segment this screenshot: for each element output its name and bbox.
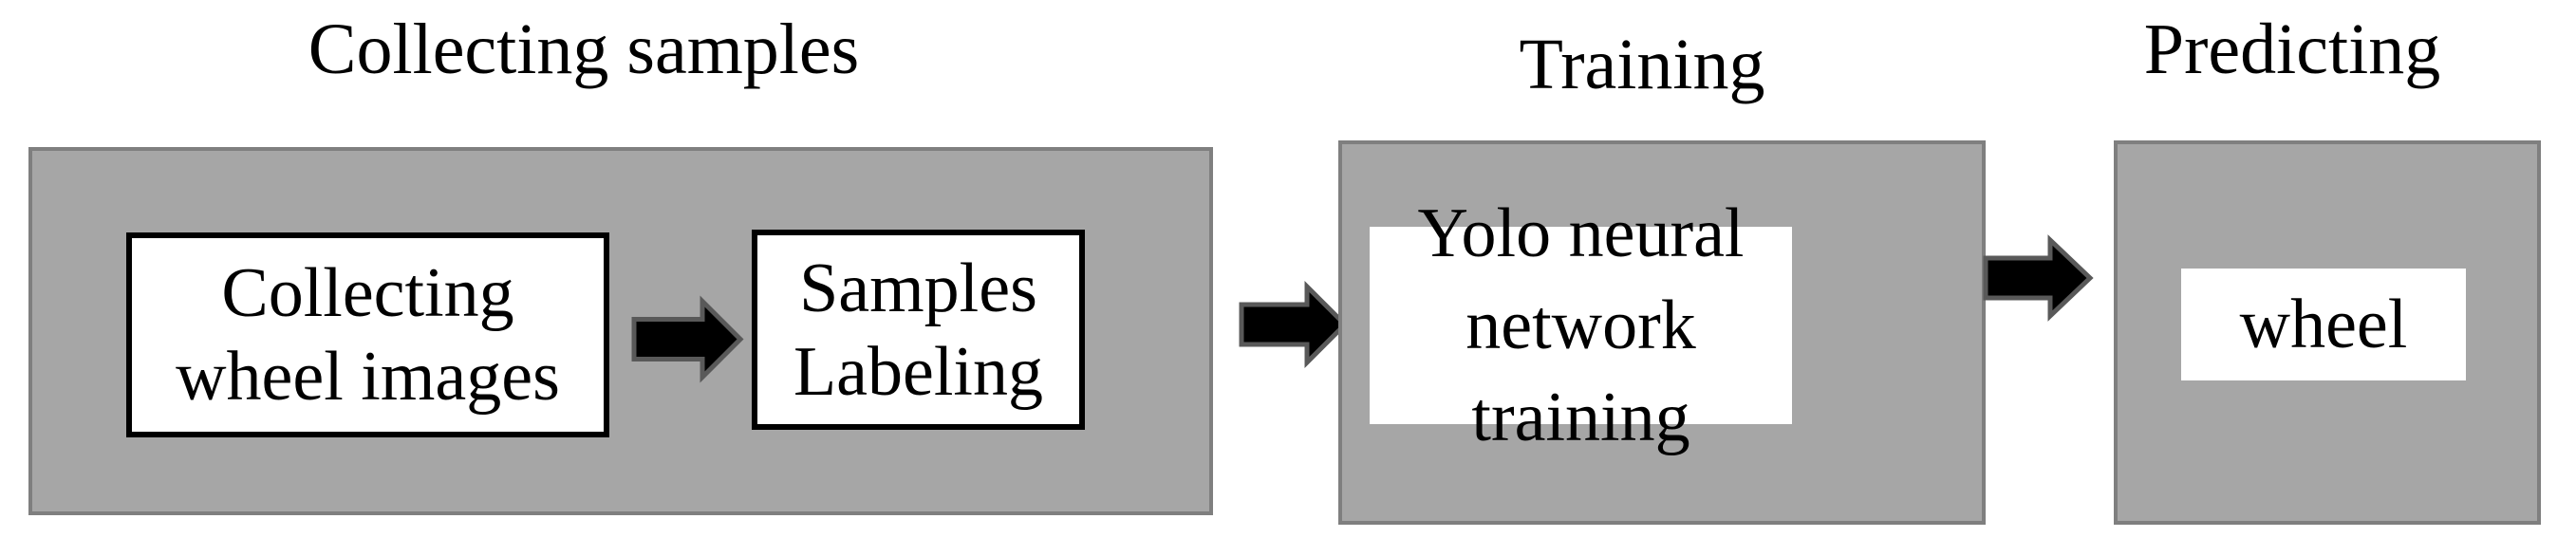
predicting-panel: wheel bbox=[2114, 140, 2541, 525]
predicting-title: Predicting bbox=[2143, 9, 2441, 89]
training-title: Training bbox=[1519, 25, 1765, 104]
collecting-wheel-images-box: Collecting wheel images bbox=[126, 232, 609, 437]
collecting-wheel-images-line2: wheel images bbox=[176, 338, 560, 416]
samples-labeling-line2: Labeling bbox=[793, 332, 1043, 411]
flow-arrow-training-to-predicting bbox=[1983, 234, 2094, 322]
collecting-wheel-images-line1: Collecting bbox=[221, 254, 514, 332]
wheel-result-label: wheel bbox=[2239, 286, 2408, 363]
samples-labeling-box: Samples Labeling bbox=[752, 230, 1085, 430]
samples-labeling-line1: Samples bbox=[799, 249, 1037, 327]
yolo-training-line1: Yolo neural bbox=[1417, 194, 1745, 272]
collecting-samples-title: Collecting samples bbox=[308, 9, 860, 89]
collecting-samples-panel: Collecting wheel images Samples Labeling bbox=[28, 147, 1213, 515]
flow-arrow-collecting-to-training bbox=[1239, 280, 1349, 369]
yolo-training-box: Yolo neural network training bbox=[1370, 195, 1792, 456]
wheel-result-box: wheel bbox=[2181, 269, 2466, 380]
yolo-training-line2: network training bbox=[1465, 286, 1696, 456]
training-panel: Yolo neural network training bbox=[1338, 140, 1986, 525]
flow-arrow-collect-to-label bbox=[631, 295, 744, 383]
